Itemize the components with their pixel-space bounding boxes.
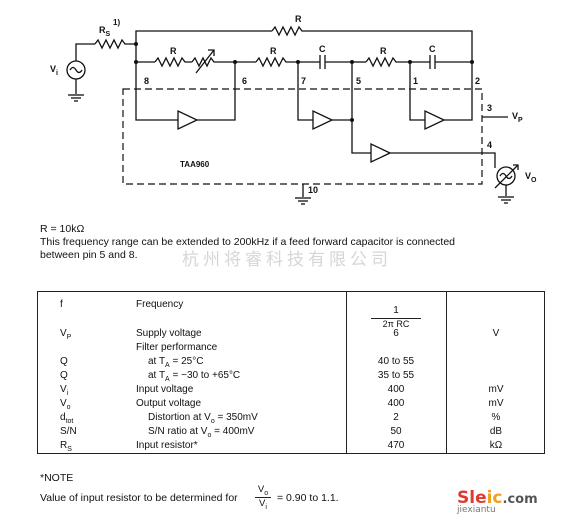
junction-dot bbox=[296, 60, 300, 64]
row-description: Filter performance bbox=[136, 342, 218, 353]
row-description: Supply voltage bbox=[136, 328, 202, 339]
junction-dot bbox=[408, 60, 412, 64]
resistor-r-top bbox=[271, 25, 473, 62]
label-c2: C bbox=[429, 44, 436, 54]
chip-name: TAA960 bbox=[180, 160, 210, 169]
variable-resistor bbox=[191, 56, 235, 68]
table-divider bbox=[346, 292, 347, 453]
row-description: Input resistor* bbox=[136, 440, 198, 451]
freq-formula-bar bbox=[371, 318, 421, 319]
row-unit: dB bbox=[489, 426, 503, 437]
row-symbol: dtot bbox=[60, 412, 74, 425]
ic-outline bbox=[122, 88, 483, 185]
site-logo: Sleic.com jiexiantu bbox=[457, 488, 538, 515]
junction-dot bbox=[350, 118, 354, 122]
label-r-top: R bbox=[295, 14, 302, 24]
buffer-amp-1 bbox=[177, 109, 199, 131]
row-description: at TA = 25°C bbox=[148, 356, 204, 369]
resistor-rs bbox=[94, 38, 136, 50]
top-feedback-wire bbox=[135, 30, 272, 44]
pin-6-label: 6 bbox=[242, 76, 248, 86]
pin-1-label: 1 bbox=[413, 76, 419, 86]
footnote-range: = 0.90 to 1.1. bbox=[277, 492, 339, 504]
junction-dot bbox=[233, 60, 237, 64]
junction-dot bbox=[134, 60, 138, 64]
row-value: 35 to 55 bbox=[377, 370, 415, 381]
resistor-r3 bbox=[365, 56, 410, 68]
table-divider bbox=[446, 292, 447, 453]
row-value: 400 bbox=[387, 384, 405, 395]
footnote-fraction-denominator: Vi bbox=[259, 498, 267, 511]
company-watermark: 杭州将睿科技有限公司 bbox=[182, 250, 392, 270]
row-symbol: Q bbox=[60, 356, 68, 367]
row-symbol: Q bbox=[60, 370, 68, 381]
row-value: 2 bbox=[393, 412, 399, 423]
label-vp: VP bbox=[512, 111, 523, 124]
input-source-wave bbox=[69, 66, 83, 74]
row-unit: kΩ bbox=[489, 440, 503, 451]
label-rs-footnote: 1) bbox=[113, 18, 121, 27]
buffer-amp-2 bbox=[312, 109, 334, 131]
row-symbol: Vo bbox=[60, 398, 71, 411]
label-c1: C bbox=[319, 44, 326, 54]
frequency-note-line-1: This frequency range can be extended to … bbox=[40, 236, 455, 248]
input-wire bbox=[75, 43, 95, 61]
frequency-note-line-2: between pin 5 and 8. bbox=[40, 249, 138, 261]
label-vi: Vi bbox=[50, 64, 58, 77]
pin-7-label: 7 bbox=[301, 76, 307, 86]
label-r1: R bbox=[170, 46, 177, 56]
resistor-r1 bbox=[154, 56, 192, 68]
junction-dot bbox=[470, 60, 474, 64]
row-value: 50 bbox=[390, 426, 402, 437]
row-description: Input voltage bbox=[136, 384, 194, 395]
row-unit: % bbox=[491, 412, 501, 423]
row-value: 470 bbox=[387, 440, 405, 451]
row-unit: mV bbox=[488, 398, 504, 409]
row-symbol: S/N bbox=[60, 426, 77, 437]
pin-3-label: 3 bbox=[487, 103, 493, 113]
buffer-amp-3 bbox=[424, 109, 446, 131]
freq-formula-denominator: 2π RC bbox=[382, 319, 410, 329]
pin-2-label: 2 bbox=[475, 76, 481, 86]
footnote-text: Value of input resistor to be determined… bbox=[40, 492, 238, 504]
pin-10-label: 10 bbox=[308, 185, 319, 195]
label-vo: VO bbox=[525, 171, 537, 184]
row-value: 40 to 55 bbox=[377, 356, 415, 367]
junction-dot bbox=[350, 60, 354, 64]
buffer-amp-4 bbox=[370, 142, 392, 164]
row-symbol: Vi bbox=[60, 384, 69, 397]
row-description: Frequency bbox=[136, 299, 184, 310]
row-value: 6 bbox=[393, 328, 399, 339]
row-symbol: f bbox=[60, 299, 63, 310]
r-value-note: R = 10kΩ bbox=[40, 223, 85, 235]
label-r3: R bbox=[380, 46, 387, 56]
site-logo-subtext: jiexiantu bbox=[457, 505, 496, 515]
row-description: at TA = −30 to +65°C bbox=[148, 370, 241, 383]
footnote-title: *NOTE bbox=[40, 472, 74, 484]
row-description: S/N ratio at Vo = 400mV bbox=[148, 426, 255, 439]
row-unit: V bbox=[492, 328, 500, 339]
row-unit: mV bbox=[488, 384, 504, 395]
label-r2: R bbox=[270, 46, 277, 56]
footnote-fraction-numerator: Vo bbox=[257, 484, 269, 497]
pin-5-label: 5 bbox=[356, 76, 362, 86]
row-symbol: RS bbox=[60, 440, 72, 453]
row-description: Distortion at Vo = 350mV bbox=[148, 412, 258, 425]
resistor-r2 bbox=[255, 56, 298, 68]
pin-8-label: 8 bbox=[144, 76, 150, 86]
circuit-diagram bbox=[66, 25, 519, 205]
freq-formula-numerator: 1 bbox=[393, 305, 399, 316]
pin-4-label: 4 bbox=[487, 140, 493, 150]
footnote-fraction-bar bbox=[255, 497, 271, 498]
row-value: 400 bbox=[387, 398, 405, 409]
row-symbol: VP bbox=[60, 328, 72, 341]
row-description: Output voltage bbox=[136, 398, 202, 409]
label-rs: RS bbox=[99, 25, 111, 38]
junction-dot bbox=[134, 42, 138, 46]
